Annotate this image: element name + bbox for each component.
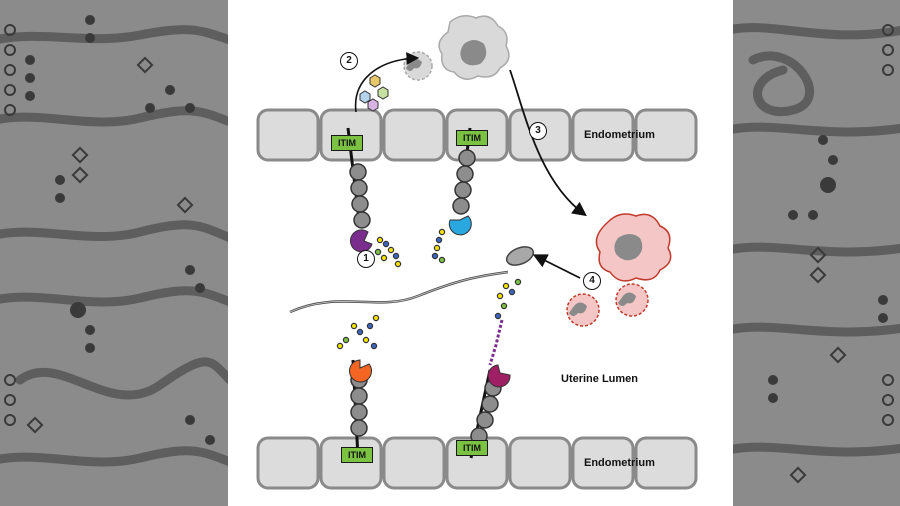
sperm-head — [505, 246, 535, 266]
uterine-lumen-label: Uterine Lumen — [561, 373, 639, 385]
left-background-panel — [0, 0, 228, 506]
top-cell-7 — [634, 108, 698, 162]
blue-receptor-head — [448, 215, 472, 236]
right-background-panel — [733, 0, 900, 506]
neutrophil-activated-2 — [615, 283, 649, 317]
orange-receptor-head — [349, 359, 372, 383]
bottom-cell-3 — [382, 436, 446, 490]
diagram-canvas — [256, 15, 698, 490]
step-4-marker: 4 — [583, 272, 601, 290]
step-3-marker: 3 — [529, 122, 547, 140]
bottom-cell-6 — [571, 436, 635, 490]
sperm-tail-outline — [289, 271, 509, 313]
bottom-cell-7 — [634, 436, 698, 490]
macrophage-activated — [595, 213, 672, 282]
endometrium-bottom-label: Endometrium — [584, 457, 655, 469]
itim-box-top-left: ITIM — [331, 135, 363, 151]
glycan-hexagons — [359, 74, 389, 112]
bottom-cell-1 — [256, 436, 320, 490]
glycan-pattern-right — [733, 23, 900, 484]
arrow-step-4 — [532, 254, 581, 279]
purple-receptor-head — [349, 229, 373, 253]
arrow-step-3 — [509, 69, 587, 217]
step-2-marker: 2 — [340, 52, 358, 70]
bottom-cell-2 — [319, 436, 383, 490]
top-cell-3 — [382, 108, 446, 162]
top-cell-6 — [571, 108, 635, 162]
macrophage-top — [438, 15, 510, 80]
neutrophil-activated-1 — [566, 293, 600, 327]
receptor-chain-top-center — [452, 149, 476, 215]
glycan-chains — [336, 228, 522, 350]
glycan-pattern-left — [0, 15, 228, 467]
bottom-cell-5 — [508, 436, 572, 490]
arrow-step-2 — [354, 52, 420, 113]
step-1-marker: 1 — [357, 250, 375, 268]
itim-box-bottom-left: ITIM — [341, 447, 373, 463]
receptor-chain-bottom-right — [470, 379, 502, 445]
magenta-receptor-head — [487, 364, 511, 388]
main-diagram: ITIM ITIM ITIM ITIM 1 2 3 4 Endometrium … — [228, 0, 733, 506]
receptor-chain-top-left — [349, 163, 371, 229]
itim-box-bottom-right: ITIM — [456, 440, 488, 456]
top-cell-1 — [256, 108, 320, 162]
neutrophil-top — [403, 51, 433, 81]
itim-box-top-center: ITIM — [456, 130, 488, 146]
endometrium-top-label: Endometrium — [584, 129, 655, 141]
